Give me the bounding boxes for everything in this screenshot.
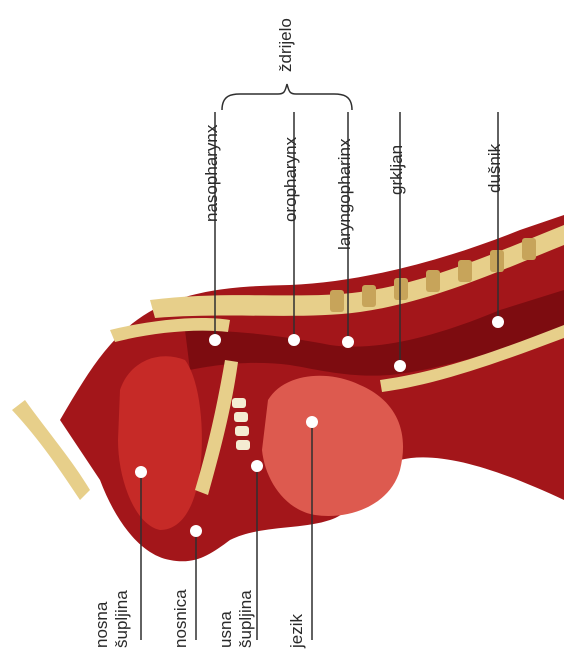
label-nasopharynx: nasopharynx — [203, 125, 220, 222]
label-nosnica: nosnica — [172, 589, 189, 648]
label-nosna-line2: šupljina — [112, 590, 132, 648]
label-dusnik: dušnik — [486, 144, 503, 193]
label-grkljan: grkljan — [388, 145, 405, 195]
label-laryngopharinx: laryngopharinx — [336, 138, 353, 250]
label-jezik: jezik — [288, 614, 305, 648]
label-nosna-line1: nosna — [92, 590, 112, 648]
label-nosna-supljina: nosna šupljina — [92, 590, 132, 648]
label-usna-line1: usna — [216, 590, 236, 648]
label-zdrijelo: ždrijelo — [277, 18, 294, 72]
label-usna-supljina: usna šupljina — [216, 590, 256, 648]
label-oropharynx: oropharynx — [282, 137, 299, 222]
label-usna-line2: šupljina — [236, 590, 256, 648]
